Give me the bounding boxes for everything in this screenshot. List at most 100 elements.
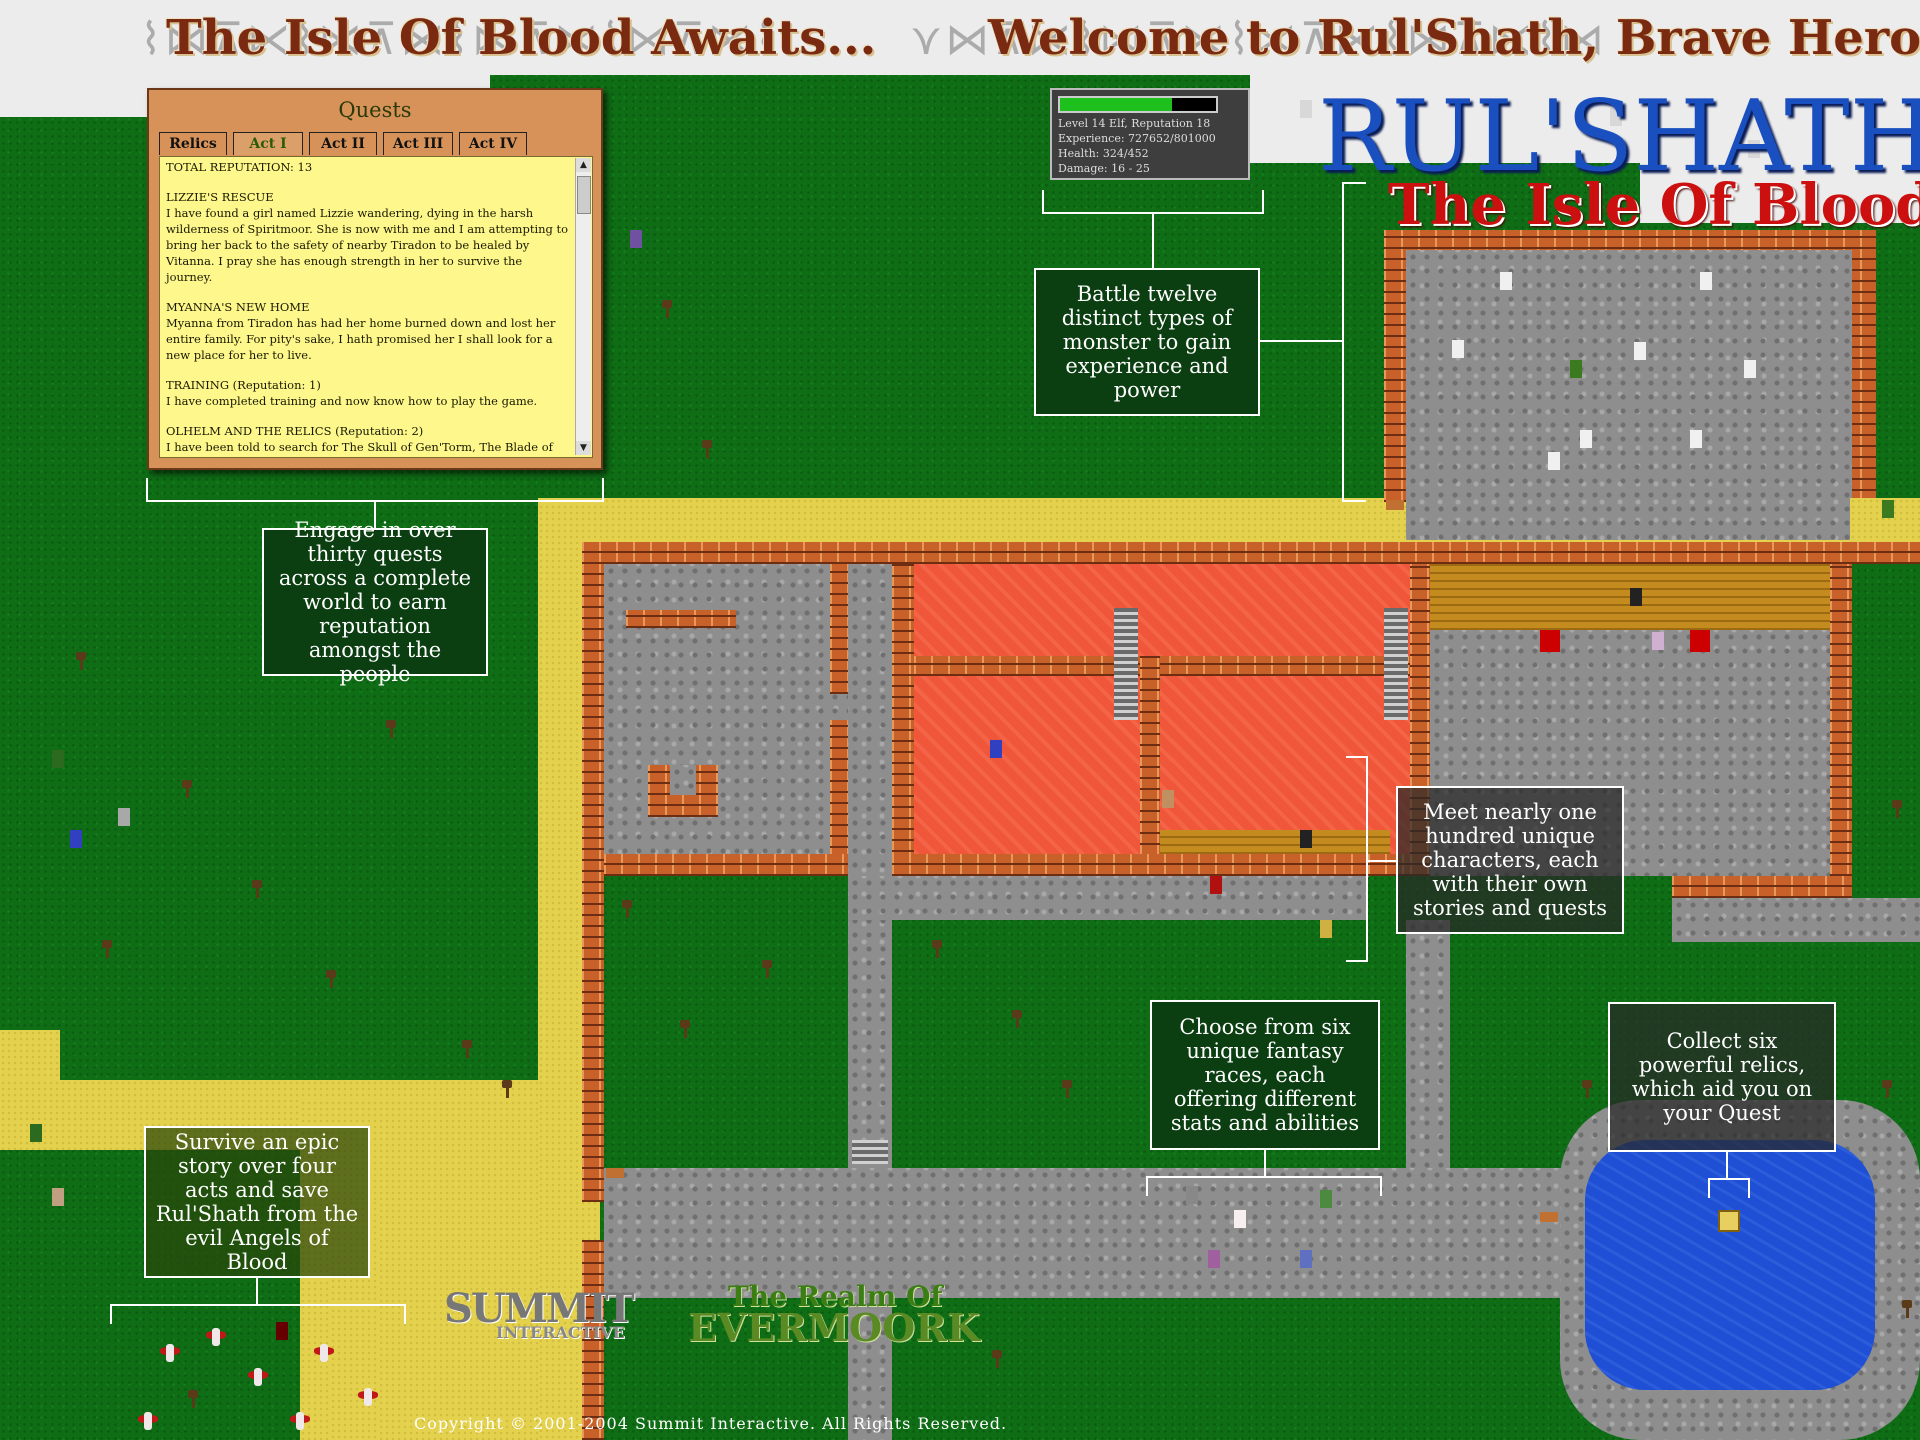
angel-of-blood-icon[interactable]: [160, 1344, 180, 1362]
skeleton-icon[interactable]: [1748, 140, 1760, 158]
callout-bracket: [1708, 1178, 1750, 1198]
tab-act-2[interactable]: Act II: [309, 132, 377, 155]
npc-character[interactable]: [1882, 500, 1894, 518]
realm-logo-bottom: EVERMOORK: [688, 1305, 980, 1350]
inner-wall: [914, 656, 1410, 676]
angel-of-blood-icon[interactable]: [138, 1412, 158, 1430]
tab-relics[interactable]: Relics: [159, 132, 227, 155]
skeleton-icon[interactable]: [1700, 272, 1712, 290]
quest-entry: OLHELM AND THE RELICS (Reputation: 2) I …: [166, 423, 570, 457]
angel-of-blood-icon[interactable]: [206, 1328, 226, 1346]
signpost-icon[interactable]: [1540, 1212, 1558, 1222]
npc-character[interactable]: [1300, 830, 1312, 848]
angel-of-blood-icon[interactable]: [248, 1368, 268, 1386]
quest-entry-title: MYANNA'S NEW HOME: [166, 300, 310, 314]
angel-of-blood-icon[interactable]: [358, 1388, 378, 1406]
copyright-notice: Copyright © 2001-2004 Summit Interactive…: [414, 1414, 1008, 1433]
signpost-icon[interactable]: [1386, 500, 1404, 510]
npc-character[interactable]: [52, 750, 64, 768]
npc-character[interactable]: [1320, 920, 1332, 938]
scrollbar-thumb[interactable]: [577, 176, 591, 214]
stone-floor: [670, 765, 696, 795]
stat-damage: Damage: 16 - 25: [1058, 162, 1150, 175]
npc-character[interactable]: [118, 808, 130, 826]
tree-icon: [1010, 1010, 1024, 1028]
tree-icon: [100, 940, 114, 958]
npc-character[interactable]: [1300, 1250, 1312, 1268]
skeleton-icon[interactable]: [1500, 272, 1512, 290]
callout-connector: [1260, 340, 1342, 342]
stone-street: [1672, 898, 1920, 942]
tree-icon: [500, 1080, 514, 1098]
tab-act-4[interactable]: Act IV: [459, 132, 527, 155]
quest-entry-title: LIZZIE'S RESCUE: [166, 190, 274, 204]
npc-character[interactable]: [1234, 1210, 1246, 1228]
stairs[interactable]: [1114, 608, 1138, 720]
callout-relics: Collect six powerful relics, which aid y…: [1608, 1002, 1836, 1152]
npc-character[interactable]: [1186, 1186, 1198, 1204]
relic-icon[interactable]: [1718, 1210, 1740, 1232]
npc-character[interactable]: [1570, 360, 1582, 378]
skeleton-icon[interactable]: [1548, 452, 1560, 470]
snow-region: [1250, 75, 1920, 163]
summit-interactive-logo: SUMMIT INTERACTIVE: [444, 1285, 635, 1342]
npc-character[interactable]: [630, 230, 642, 248]
npc-character[interactable]: [1208, 1250, 1220, 1268]
tab-act-3[interactable]: Act III: [383, 132, 453, 155]
npc-character[interactable]: [276, 1322, 288, 1340]
health-bar-fill: [1060, 98, 1172, 111]
callout-connector: [1152, 214, 1154, 268]
npc-character[interactable]: [1162, 790, 1174, 808]
headline-right: Welcome to Rul'Shath, Brave Hero!: [988, 10, 1920, 66]
angel-of-blood-icon[interactable]: [314, 1344, 334, 1362]
stone-floor: [1430, 630, 1830, 876]
scroll-down-arrow-icon[interactable]: ▼: [576, 441, 591, 455]
tree-icon: [1880, 1080, 1894, 1098]
npc-character[interactable]: [1320, 1190, 1332, 1208]
signpost-icon[interactable]: [606, 1168, 624, 1178]
quest-entry-title: TRAINING (Reputation: 1): [166, 378, 321, 392]
stone-street: [604, 1168, 1604, 1298]
npc-character[interactable]: [1652, 632, 1664, 650]
skeleton-icon[interactable]: [1744, 360, 1756, 378]
town-wall: [582, 542, 1920, 564]
tree-icon: [250, 880, 264, 898]
stairs[interactable]: [852, 1140, 888, 1164]
skeleton-icon[interactable]: [1610, 108, 1622, 126]
stat-health: Health: 324/452: [1058, 147, 1149, 160]
callout-connector: [1264, 1150, 1266, 1176]
npc-character[interactable]: [70, 830, 82, 848]
scroll-up-arrow-icon[interactable]: ▲: [576, 158, 591, 172]
skeleton-icon[interactable]: [1300, 100, 1312, 118]
angel-of-blood-icon[interactable]: [290, 1412, 310, 1430]
quest-entry-text: Myanna from Tiradon has had her home bur…: [166, 316, 556, 362]
tree-icon: [760, 960, 774, 978]
quest-log[interactable]: TOTAL REPUTATION: 13 LIZZIE'S RESCUE I h…: [159, 156, 593, 458]
inner-wall: [582, 1240, 604, 1440]
total-reputation: TOTAL REPUTATION: 13: [166, 160, 313, 174]
inner-wall: [830, 720, 848, 870]
skeleton-icon[interactable]: [1690, 430, 1702, 448]
npc-character[interactable]: [52, 1188, 64, 1206]
tree-icon: [74, 652, 88, 670]
decorative-runes: ⋎⋈⊼⋉⌇⋈⊼⋉⌇⋈⊼⋉⌇⋈⊼⋉⌇⋈: [910, 14, 1607, 65]
skeleton-icon[interactable]: [1452, 340, 1464, 358]
callout-connector: [374, 502, 376, 528]
npc-character[interactable]: [990, 740, 1002, 758]
stairs[interactable]: [1384, 608, 1408, 720]
skeleton-icon[interactable]: [1580, 430, 1592, 448]
tree-icon: [1900, 1300, 1914, 1318]
quest-tabs: Relics Act I Act II Act III Act IV: [159, 132, 527, 155]
npc-character[interactable]: [1630, 588, 1642, 606]
tab-act-1[interactable]: Act I: [233, 132, 303, 155]
callout-bracket: [1342, 182, 1366, 502]
npc-character[interactable]: [1210, 876, 1222, 894]
skeleton-icon[interactable]: [1634, 342, 1646, 360]
stone-street: [1406, 920, 1450, 1170]
quest-log-scrollbar[interactable]: ▲ ▼: [575, 158, 591, 455]
npc-character[interactable]: [30, 1124, 42, 1142]
inner-wall: [892, 564, 914, 874]
tree-icon: [990, 1350, 1004, 1368]
quest-entry-text: I have found a girl named Lizzie wanderi…: [166, 206, 569, 284]
